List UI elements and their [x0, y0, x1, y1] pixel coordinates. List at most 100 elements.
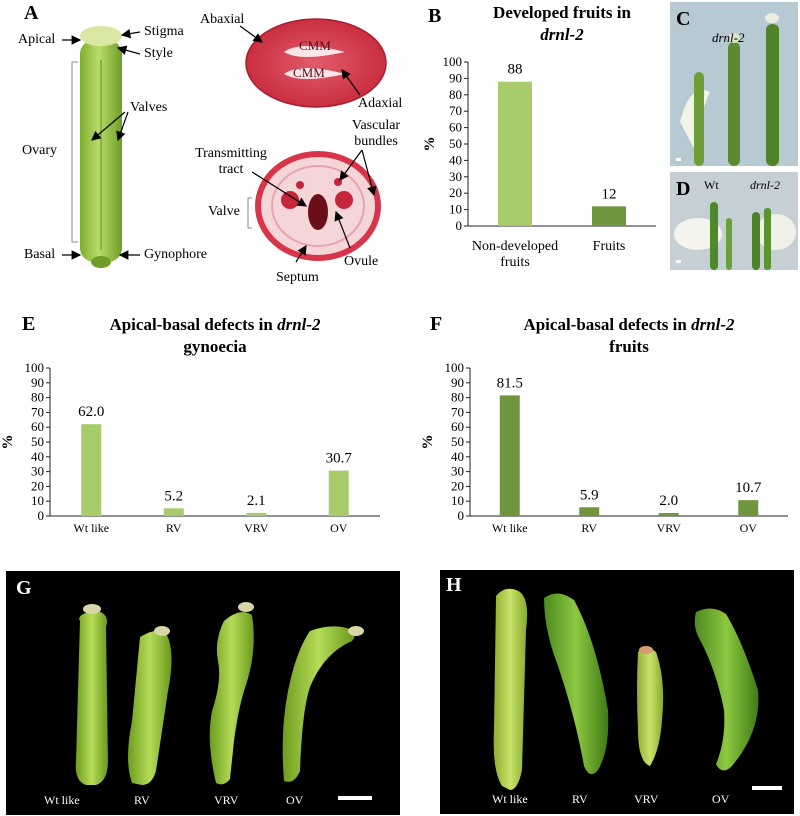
chart-f-ytick-label: 10 [451, 493, 464, 508]
cross-section-top [246, 19, 386, 107]
chart-b-ytick-label: 70 [449, 103, 462, 118]
chart-b-ytick-label: 90 [449, 70, 462, 85]
chart-b-value-label: 12 [602, 186, 617, 202]
chart-b-ytick-label: 50 [449, 136, 462, 151]
chart-b-ylabel: % [422, 137, 438, 152]
chart-b-title: Developed fruits in [493, 3, 631, 22]
panel-letter-a: A [24, 2, 39, 24]
chart-f-ytick-label: 60 [451, 419, 464, 434]
chart-f-ylabel: % [420, 435, 436, 450]
stigma-shape [80, 26, 122, 46]
chart-b-bar [592, 206, 626, 226]
chart-f-value-label: 5.9 [580, 487, 599, 503]
gynoecium-illustration [62, 18, 387, 268]
label-style: Style [144, 46, 173, 61]
photo-h-drawing [493, 588, 782, 790]
chart-e-ytick-label: 90 [31, 375, 44, 390]
chart-f-ytick-label: 0 [458, 508, 465, 523]
chart-e-value-label: 30.7 [326, 451, 353, 467]
chart-b-ytick-label: 40 [449, 152, 462, 167]
photo-g-drawing [75, 602, 372, 800]
photo-h-label-ov: OV [712, 792, 730, 806]
label-stigma: Stigma [144, 24, 184, 39]
chart-b-ytick-label: 80 [449, 87, 462, 102]
chart-e-bar [246, 512, 267, 516]
chart-f-category-label: OV [740, 521, 758, 535]
chart-f-ytick-label: 20 [451, 478, 464, 493]
chart-f-bar [658, 513, 679, 516]
photo-d-drawing [670, 172, 798, 270]
label-valve: Valve [208, 204, 240, 219]
chart-f-value-label: 10.7 [735, 480, 762, 496]
panel-letter-f: F [430, 313, 442, 335]
label-ovule: Ovule [344, 254, 379, 269]
chart-f-ytick-label: 100 [445, 360, 465, 375]
label-ovary: Ovary [22, 143, 57, 158]
chart-e-ytick-label: 100 [25, 360, 45, 375]
chart-f-category-label: RV [581, 521, 597, 535]
label-valves: Valves [130, 100, 168, 115]
chart-b-ytick-label: 60 [449, 120, 462, 135]
chart-f-category-label: VRV [657, 521, 682, 535]
chart-f-ytick-label: 70 [451, 404, 464, 419]
label-apical: Apical [18, 32, 56, 47]
chart-f-title: Apical-basal defects in drnl-2 [523, 315, 735, 334]
chart-b-bar [498, 81, 532, 227]
chart-b-ytick-label: 100 [443, 54, 463, 69]
photo-panel-c: C drnl-2 [670, 2, 798, 166]
chart-b-category-label: Non-developed [472, 239, 558, 254]
label-basal: Basal [24, 247, 56, 262]
label-septum: Septum [276, 270, 319, 285]
label-adaxial: Adaxial [358, 96, 403, 111]
chart-e-bar [328, 470, 349, 516]
chart-e-ytick-label: 60 [31, 419, 44, 434]
chart-f-bar [738, 500, 759, 516]
chart-b-value-label: 88 [508, 62, 523, 78]
photo-panel-d: D Wt drnl-2 [670, 172, 798, 270]
chart-f-bar [579, 507, 600, 516]
chart-b-ytick-label: 30 [449, 169, 462, 184]
panel-letter-e: E [22, 313, 35, 335]
chart-e-title-line2: gynoecia [183, 337, 247, 356]
chart-e-ytick-label: 0 [38, 508, 45, 523]
photo-d-caption-wt: Wt [704, 178, 719, 192]
label-abaxial: Abaxial [200, 12, 245, 27]
photo-g-label-wt-like: Wt like [44, 793, 80, 807]
chart-e-ytick-label: 30 [31, 464, 44, 479]
chart-e-value-label: 5.2 [164, 488, 183, 504]
chart-b-category-label: Fruits [593, 239, 626, 254]
gynophore-shape [91, 256, 111, 268]
chart-e-ytick-label: 20 [31, 478, 44, 493]
chart-e-bar [81, 424, 102, 516]
chart-e-category-label: OV [330, 521, 348, 535]
chart-e-bar [163, 508, 184, 516]
chart-b-ytick-label: 10 [449, 202, 462, 217]
chart-e-ytick-label: 80 [31, 390, 44, 405]
photo-c-caption: drnl-2 [712, 30, 745, 45]
chart-b-category-label: fruits [500, 255, 530, 270]
label-transmitting-tract: Transmitting tract [195, 146, 267, 177]
chart-f-value-label: 2.0 [659, 493, 678, 509]
panel-letter-c: C [676, 8, 691, 30]
panel-letter-b: B [428, 5, 441, 27]
chart-f-title-line2: fruits [609, 337, 649, 356]
chart-e-category-label: RV [166, 521, 182, 535]
label-vascular-bundles: Vascular bundles [351, 118, 401, 149]
photo-h-label-rv: RV [572, 792, 588, 806]
photo-h-label-vrv: VRV [634, 792, 659, 806]
chart-e-category-label: VRV [244, 521, 269, 535]
chart-f-ytick-label: 90 [451, 375, 464, 390]
chart-e-ytick-label: 40 [31, 449, 44, 464]
chart-f-ytick-label: 50 [451, 434, 464, 449]
chart-e-value-label: 62.0 [78, 404, 104, 420]
photo-c-drawing [670, 2, 798, 166]
chart-f-value-label: 81.5 [497, 375, 523, 391]
photo-panel-g: G Wt like RV VRV OV [6, 571, 400, 815]
chart-f-category-label: Wt like [492, 521, 528, 535]
chart-e-value-label: 2.1 [247, 493, 266, 509]
label-gynophore: Gynophore [144, 247, 207, 262]
panel-letter-g: G [16, 577, 32, 599]
photo-g-label-vrv: VRV [214, 793, 239, 807]
